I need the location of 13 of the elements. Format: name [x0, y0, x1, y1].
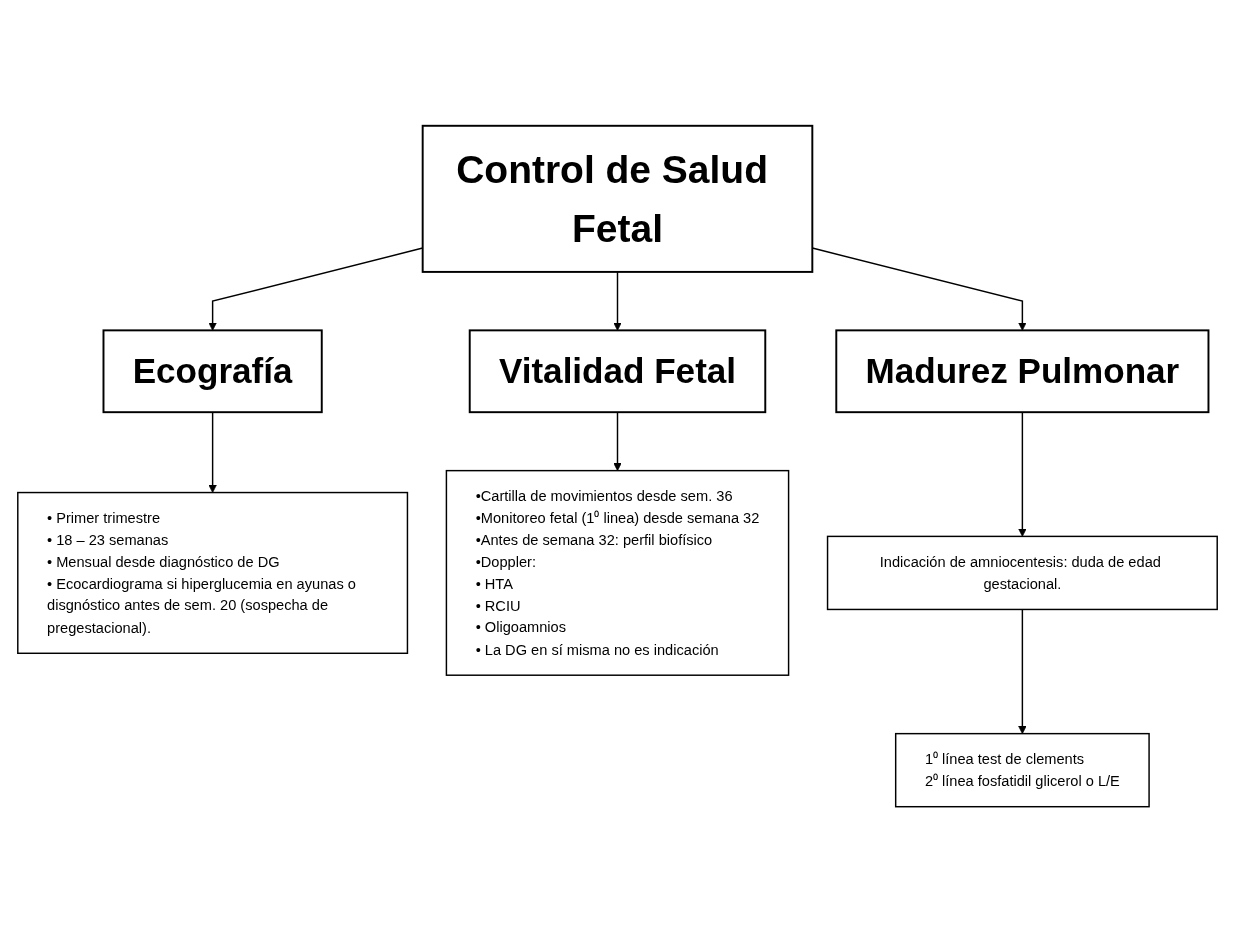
- node-box: 1⁰ línea test de clements 2⁰ línea fosfatidil glicerol o L/E: [894, 732, 1150, 808]
- arrow: [613, 411, 622, 471]
- node-box: • Primer trimestre • 18 – 23 semanas • Mensual desde diagnóstico de DG • Ecocardiograma si hiperglucemia en ayunas o disgnóstico antes de sem. 20 (sospecha de pregestacional).: [17, 491, 409, 654]
- arrow: [613, 270, 622, 331]
- node-box: Control de Salud Fetal: [421, 124, 814, 273]
- node-box: Vitalidad Fetal: [468, 329, 767, 413]
- arrow: [1018, 608, 1027, 734]
- node-box: Madurez Pulmonar: [835, 329, 1210, 413]
- arrow: [1018, 411, 1027, 537]
- node-box: Ecografía: [102, 329, 323, 413]
- arrow: [208, 411, 217, 493]
- node-box: •Cartilla de movimientos desde sem. 36 •Monitoreo fetal (1⁰ linea) desde semana 32 •Antes de semana 32: perfil biofísico •Doppler: • HTA • RCIU • Oligoamnios • La DG en sí misma no es indicación: [445, 469, 790, 676]
- node-box: Indicación de amniocentesis: duda de edad gestacional.: [826, 535, 1218, 610]
